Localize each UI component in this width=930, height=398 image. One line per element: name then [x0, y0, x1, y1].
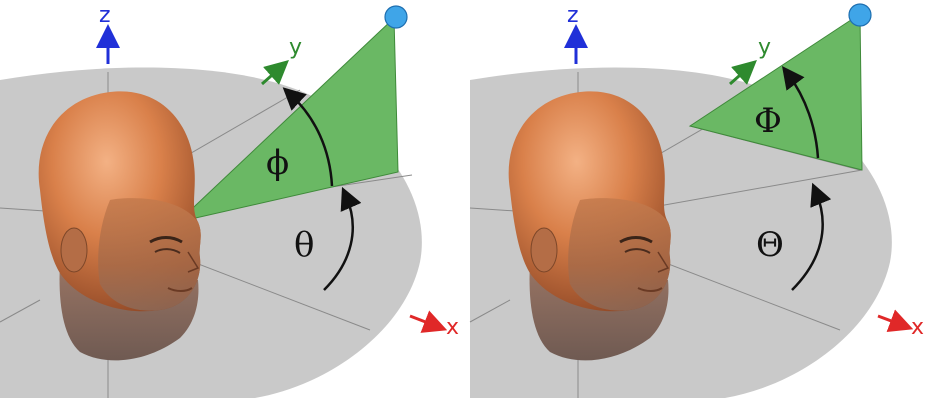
left-panel: z y x ϕ θ — [0, 3, 459, 398]
sound-source — [384, 5, 408, 29]
elevation-symbol: ϕ — [266, 143, 289, 183]
azimuth-arc — [791, 182, 832, 291]
x-axis-label: x — [911, 315, 924, 340]
gridline — [469, 299, 511, 323]
gridline — [0, 299, 41, 323]
x-axis-arrow — [877, 309, 914, 333]
head-model — [508, 91, 671, 361]
azimuth-symbol: Θ — [756, 225, 784, 265]
y-axis-arrow — [261, 60, 289, 86]
sound-source — [848, 3, 872, 27]
x-axis-label: x — [446, 315, 459, 340]
z-axis-label: z — [567, 3, 579, 28]
elevation-arc — [782, 65, 820, 159]
azimuth-symbol: θ — [294, 225, 314, 265]
y-axis-label: y — [289, 35, 302, 60]
right-panel: z y x Φ Θ — [469, 3, 924, 398]
x-axis-arrow — [409, 310, 448, 333]
y-axis-label: y — [758, 35, 771, 60]
y-axis-arrow — [729, 60, 757, 86]
elevation-wedge — [176, 16, 399, 223]
elevation-symbol: Φ — [754, 101, 782, 141]
head-model — [38, 91, 201, 361]
azimuth-arc — [323, 186, 362, 291]
elevation-arc — [282, 87, 334, 187]
elevation-wedge — [688, 13, 863, 171]
z-axis-label: z — [99, 3, 111, 28]
